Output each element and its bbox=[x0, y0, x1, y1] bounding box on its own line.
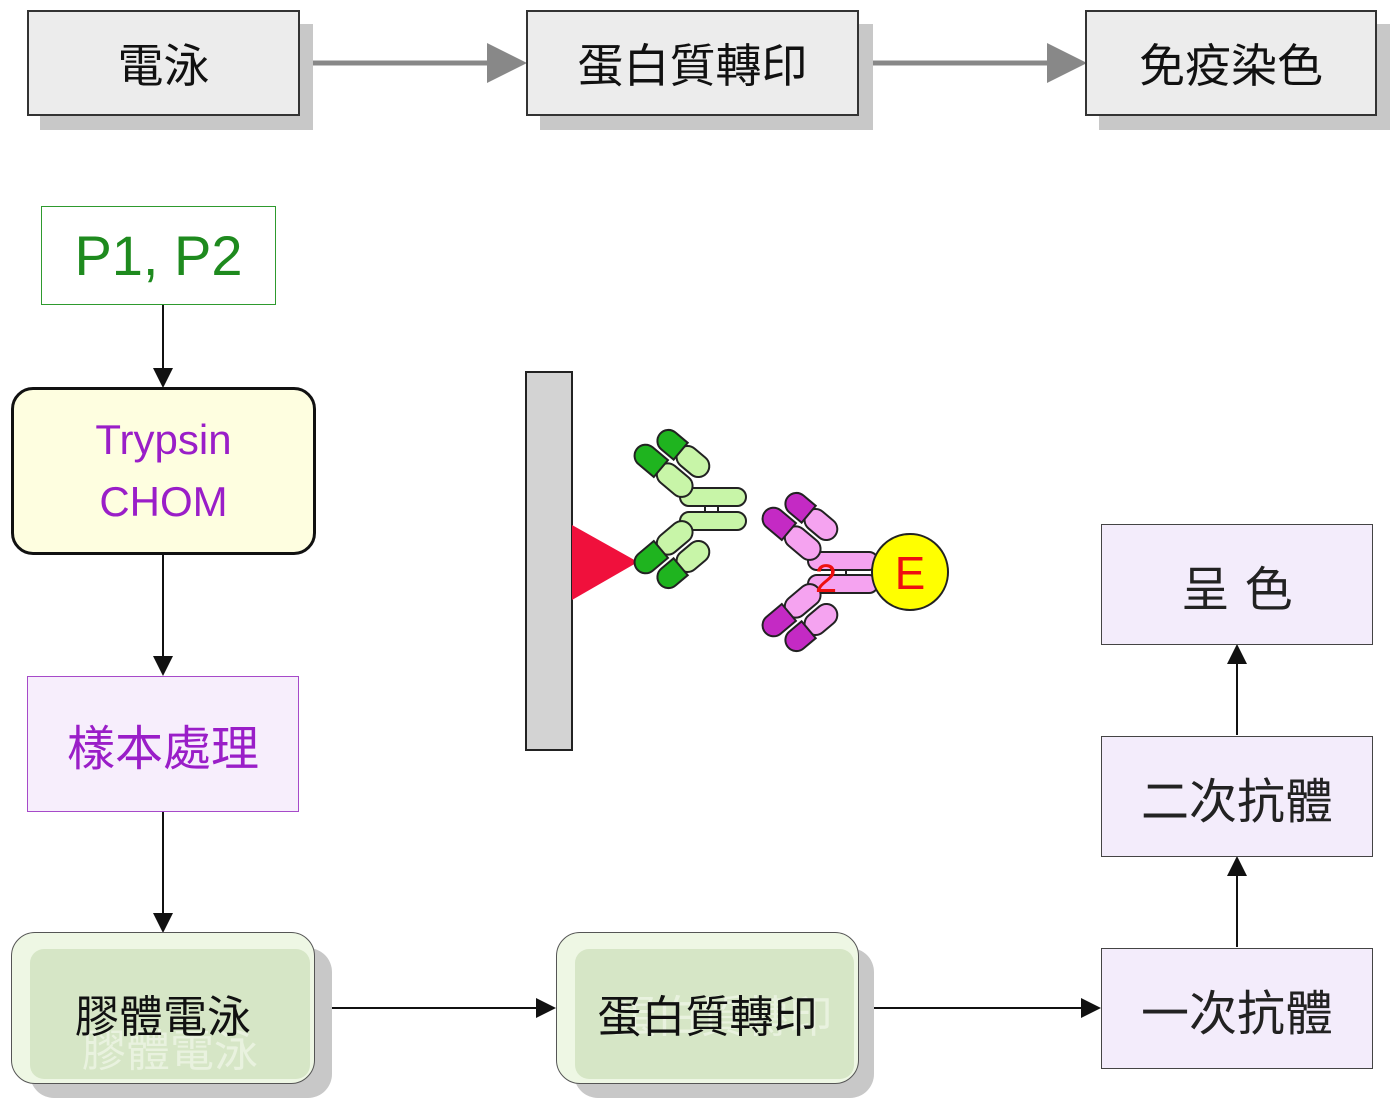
top-step-immunostaining: 免疫染色 bbox=[1085, 10, 1377, 116]
color-development-label: 呈 色 bbox=[1181, 561, 1293, 618]
secondary-antibody-box: 二次抗體 bbox=[1101, 736, 1373, 857]
gel-electrophoresis-ghost: 膠體電泳 bbox=[82, 1026, 258, 1077]
enzyme-trypsin-label: Trypsin bbox=[95, 416, 232, 463]
sample-processing-box: 樣本處理 bbox=[27, 676, 299, 812]
color-development-box: 呈 色 bbox=[1101, 524, 1373, 645]
protein-transfer-label: 蛋白質轉印 bbox=[597, 992, 818, 1043]
secondary-antibody-number: 2 bbox=[815, 557, 837, 601]
top-step-electrophoresis: 電泳 bbox=[27, 10, 300, 116]
enzyme-chom-label: CHOM bbox=[99, 478, 228, 525]
top-step-electrophoresis-label: 電泳 bbox=[117, 39, 210, 93]
antigen-triangle bbox=[572, 525, 638, 600]
protein-transfer-box: 蛋白質轉印 蛋白質轉印 bbox=[556, 932, 859, 1084]
protein-p1-p2-box: P1, P2 bbox=[41, 206, 276, 305]
secondary-antibody-shape bbox=[761, 491, 879, 653]
enzyme-circle bbox=[871, 533, 949, 611]
primary-antibody-box: 一次抗體 bbox=[1101, 948, 1373, 1069]
gel-electrophoresis-box: 膠體電泳 膠體電泳 bbox=[11, 932, 315, 1084]
enzyme-treatment-box: Trypsin CHOM bbox=[11, 387, 316, 555]
primary-antibody-shape bbox=[633, 428, 747, 590]
top-step-protein-transfer-label: 蛋白質轉印 bbox=[577, 39, 808, 93]
protein-p1-p2-label: P1, P2 bbox=[74, 224, 243, 287]
gel-electrophoresis-label: 膠體電泳 bbox=[75, 992, 251, 1043]
top-step-protein-transfer: 蛋白質轉印 bbox=[526, 10, 859, 116]
enzyme-label: E bbox=[895, 547, 926, 599]
membrane-strip bbox=[525, 371, 573, 751]
primary-antibody-label: 一次抗體 bbox=[1140, 985, 1333, 1042]
protein-transfer-ghost: 蛋白質轉印 bbox=[612, 992, 833, 1043]
top-step-immunostaining-label: 免疫染色 bbox=[1139, 39, 1323, 93]
secondary-antibody-label: 二次抗體 bbox=[1140, 773, 1333, 830]
sample-processing-label: 樣本處理 bbox=[66, 721, 259, 777]
